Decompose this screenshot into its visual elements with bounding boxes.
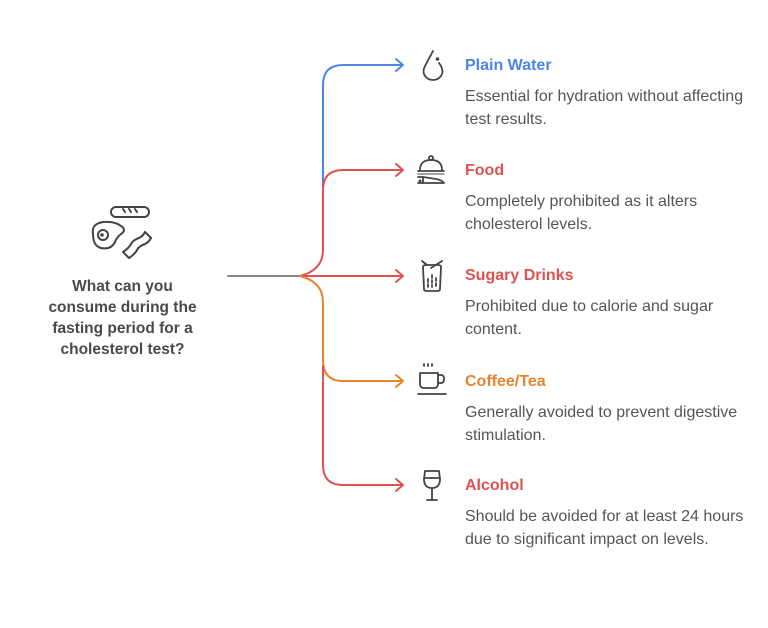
branch-alcohol: Alcohol Should be avoided for at least 2… bbox=[465, 476, 755, 551]
arrowhead-alcohol bbox=[395, 478, 404, 492]
branch-line-plain-water bbox=[322, 64, 403, 187]
branch-food: Food Completely prohibited as it alters … bbox=[465, 161, 755, 236]
coffee-cup-icon bbox=[417, 362, 447, 396]
branch-description: Should be avoided for at least 24 hours … bbox=[465, 508, 744, 548]
branch-sugary-drinks: Sugary Drinks Prohibited due to calorie … bbox=[465, 266, 755, 341]
branch-description: Prohibited due to calorie and sugar cont… bbox=[465, 298, 714, 338]
water-drop-icon bbox=[418, 48, 448, 82]
breakfast-food-icon bbox=[85, 204, 157, 266]
arrowhead-sugary-drinks bbox=[395, 269, 404, 283]
branch-title: Food bbox=[465, 162, 505, 179]
branch-description: Essential for hydration without affectin… bbox=[465, 88, 744, 128]
wine-glass-icon bbox=[418, 469, 448, 503]
arrowhead-plain-water bbox=[395, 58, 404, 72]
branch-title: Sugary Drinks bbox=[465, 267, 574, 284]
arrowhead-food bbox=[395, 163, 404, 177]
branch-line-coffee-tea bbox=[299, 275, 403, 382]
branch-line-food bbox=[299, 169, 403, 277]
branch-line-alcohol bbox=[322, 365, 403, 486]
arrowhead-coffee-tea bbox=[395, 374, 404, 388]
branch-description: Generally avoided to prevent digestive s… bbox=[465, 404, 738, 444]
branch-description: Completely prohibited as it alters chole… bbox=[465, 193, 698, 233]
soda-cup-icon bbox=[417, 259, 447, 293]
branch-coffee-tea: Coffee/Tea Generally avoided to prevent … bbox=[465, 372, 755, 447]
branch-title: Coffee/Tea bbox=[465, 373, 546, 390]
branch-title: Alcohol bbox=[465, 477, 524, 494]
central-question: What can you consume during the fasting … bbox=[48, 278, 197, 358]
branch-plain-water: Plain Water Essential for hydration with… bbox=[465, 56, 755, 131]
serving-cloche-icon bbox=[416, 153, 446, 187]
branch-title: Plain Water bbox=[465, 57, 552, 74]
